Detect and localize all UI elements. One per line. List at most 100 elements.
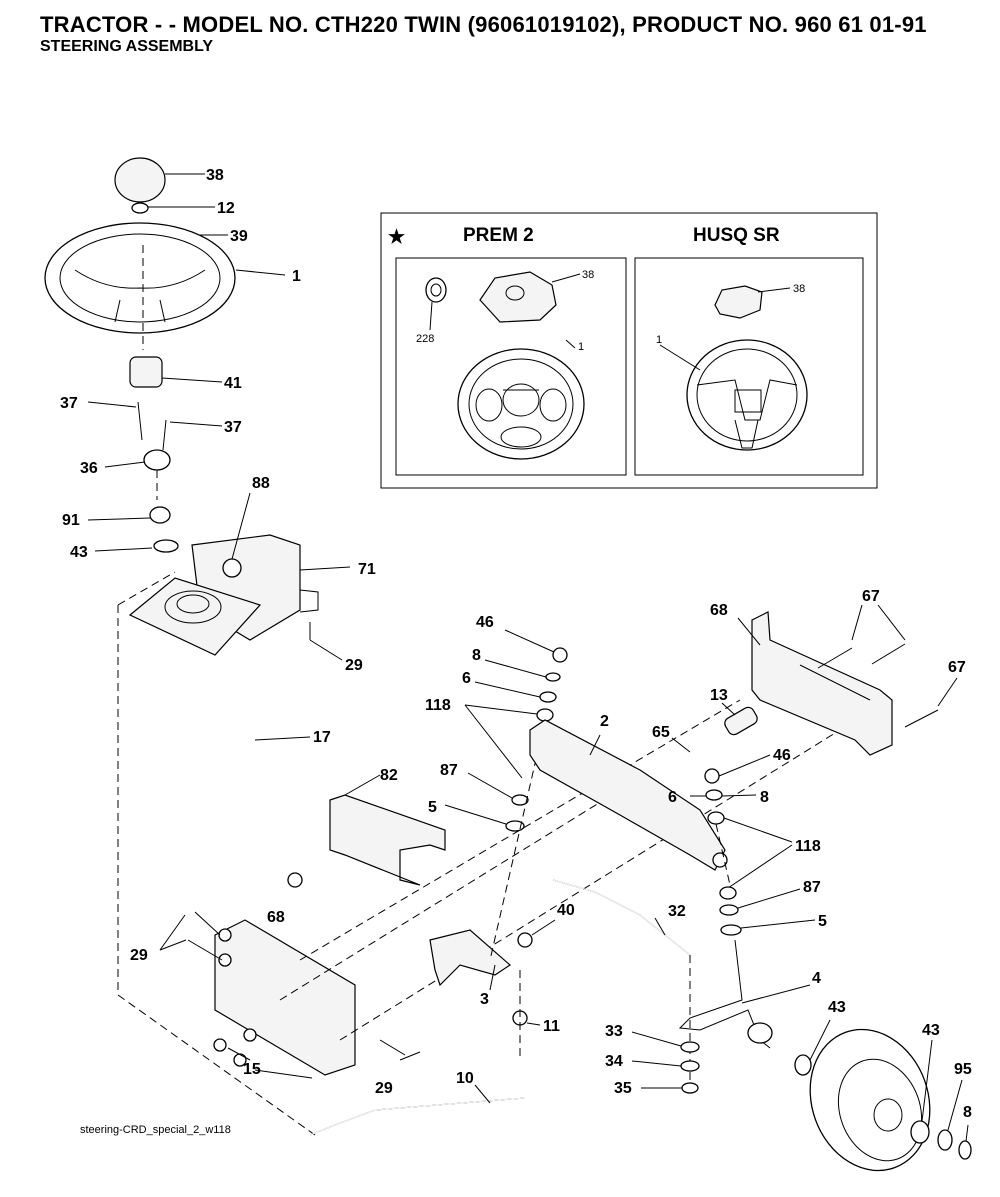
callout-10: 10 [456, 1070, 474, 1087]
inset-label-228: 228 [416, 333, 434, 345]
callout-38: 38 [206, 167, 224, 184]
callout-6-left: 6 [462, 670, 471, 687]
callout-13: 13 [710, 687, 728, 704]
steering-wheel-1 [44, 222, 236, 334]
bushing-36 [143, 449, 171, 471]
bracket-82 [329, 774, 446, 886]
front-axle-2 [529, 719, 728, 871]
callout-46-right: 46 [773, 747, 791, 764]
callout-8-left: 8 [472, 647, 481, 664]
hub-cap-38 [114, 157, 166, 203]
nut-8-right [958, 1140, 972, 1160]
callout-68-right: 68 [710, 602, 728, 619]
screw-37-left [137, 401, 143, 441]
inset-title-husq-sr: HUSQ SR [693, 225, 780, 246]
callout-36: 36 [80, 460, 98, 477]
callout-37-right: 37 [224, 419, 242, 436]
inset-label-1-right: 1 [656, 334, 662, 346]
callout-29-upper: 29 [345, 657, 363, 674]
bolt-67-b [871, 643, 906, 665]
diagram-filename: steering-CRD_special_2_w118 [80, 1124, 231, 1136]
callout-6-right: 6 [668, 789, 677, 806]
bolt-67-c [904, 709, 939, 728]
inset-panel-husq-sr: 38 1 [634, 257, 864, 476]
callout-82: 82 [380, 767, 398, 784]
spindle-arm-4 [678, 939, 811, 1049]
callout-46-left: 46 [476, 614, 494, 631]
callout-43-wheel-b: 43 [922, 1022, 940, 1039]
callout-11: 11 [543, 1018, 560, 1035]
left-spindle-stack [444, 629, 568, 961]
front-wheel [747, 1019, 972, 1172]
page-title: TRACTOR - - MODEL NO. CTH220 TWIN (96061… [40, 12, 927, 37]
washers-33-35 [631, 955, 700, 1094]
callout-87-right: 87 [803, 879, 821, 896]
callout-8-wheel: 8 [963, 1104, 972, 1121]
bolt-46-right [704, 768, 720, 784]
callout-5-left: 5 [428, 799, 437, 816]
steering-base-plate [117, 571, 316, 1136]
bolt-46-left [552, 647, 568, 663]
right-spindle-stack [690, 754, 816, 936]
callout-68-left: 68 [267, 909, 285, 926]
emblem-228 [425, 277, 447, 303]
washer-43-right-a [794, 1054, 812, 1076]
callout-12: 12 [217, 200, 235, 217]
callout-65: 65 [652, 724, 670, 741]
callout-67-top: 67 [862, 588, 880, 605]
inset-box: ★ PREM 2 HUSQ SR 228 38 1 [380, 212, 878, 489]
callout-17: 17 [313, 729, 331, 746]
callout-88: 88 [252, 475, 270, 492]
screw-37-right [162, 419, 167, 451]
washer-43-right-b [910, 1120, 930, 1144]
inset-panel-prem2: 228 38 1 [395, 257, 627, 476]
steering-sector-3 [429, 919, 556, 1060]
hub-cap-husq-sr [714, 285, 763, 319]
inset-title-prem2: PREM 2 [463, 225, 534, 246]
callout-5-right: 5 [818, 913, 827, 930]
callout-15: 15 [243, 1061, 261, 1078]
callout-32: 32 [668, 903, 686, 920]
callout-33: 33 [605, 1023, 623, 1040]
tie-rod-32 [552, 879, 691, 956]
callout-43-left: 43 [70, 544, 88, 561]
callout-labels: 38 12 39 1 41 37 37 36 91 43 88 71 29 17… [60, 167, 972, 1121]
callout-8-right: 8 [760, 789, 769, 806]
callout-118-right: 118 [795, 838, 821, 855]
cap-95 [937, 1129, 953, 1151]
steering-wheel-prem2 [457, 348, 585, 460]
page-subtitle: STEERING ASSEMBLY [40, 38, 214, 55]
callout-1: 1 [292, 268, 301, 285]
callout-41: 41 [224, 375, 242, 392]
inset-label-1-left: 1 [578, 341, 584, 353]
callout-43-wheel-a: 43 [828, 999, 846, 1016]
callout-4: 4 [812, 970, 821, 987]
callout-3: 3 [480, 991, 489, 1008]
inset-label-38-right: 38 [793, 283, 805, 295]
callout-39: 39 [230, 228, 248, 245]
hub-cap-prem2 [479, 271, 557, 323]
callout-35: 35 [614, 1080, 632, 1097]
callout-87-left: 87 [440, 762, 458, 779]
inset-label-38-left: 38 [582, 269, 594, 281]
callout-29-left: 29 [130, 947, 148, 964]
spacer-91 [149, 506, 171, 524]
callout-2: 2 [600, 713, 609, 730]
callout-34: 34 [605, 1053, 623, 1070]
callout-71: 71 [358, 561, 376, 578]
steering-wheel-husq-sr [686, 339, 808, 451]
callout-118-left: 118 [425, 697, 451, 714]
frame-bracket-68-left [159, 911, 421, 1079]
bolt-67-a [817, 647, 853, 669]
callout-29-bottom: 29 [375, 1080, 393, 1097]
callout-91: 91 [62, 512, 80, 529]
frame-bracket-68-right [737, 604, 958, 756]
inset-star: ★ [388, 227, 405, 248]
pivot-13 [671, 702, 758, 753]
callout-95: 95 [954, 1061, 972, 1078]
callout-40: 40 [557, 902, 575, 919]
steering-shaft-17 [218, 679, 311, 888]
drag-link-10 [309, 1060, 526, 1136]
steering-wheel-stack [44, 157, 286, 553]
